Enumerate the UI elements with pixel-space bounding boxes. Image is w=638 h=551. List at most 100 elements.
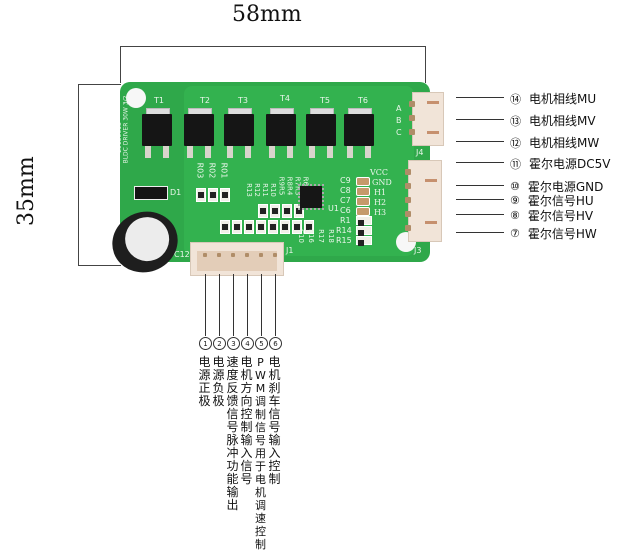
leader-line-7 — [456, 232, 504, 233]
capacitor-c7 — [356, 197, 370, 206]
resistor-r15 — [356, 236, 372, 246]
cap-label-c6: C6 — [340, 206, 351, 215]
connector-pin — [259, 253, 263, 257]
pin-number: ⑦ — [510, 227, 520, 240]
pin-label: 霍尔电源DC5V — [529, 157, 611, 171]
cap-label-c8: C8 — [340, 186, 351, 195]
pin-label: 电机相线MW — [529, 136, 600, 150]
resistor-label-r03: R03 — [195, 162, 205, 179]
pin-label-3: 速度反馈信号脉冲功能输出 — [226, 355, 239, 512]
resistor-r1 — [356, 216, 372, 226]
connector-pin — [203, 253, 207, 257]
mosfet-label-t3: T3 — [238, 96, 248, 105]
hall-label-vcc: VCC — [370, 168, 389, 177]
resistor-label-r9r5: R9R5 — [277, 176, 286, 196]
pin-number-4: 4 — [241, 337, 254, 350]
mosfet-label-t4: T4 — [280, 94, 290, 103]
connector-label-j4: J4 — [416, 148, 424, 157]
capacitor-label-c12: C12 — [174, 250, 190, 259]
resistor-label-r10: R10 — [268, 183, 277, 197]
pin-label: 电机相线MV — [529, 114, 596, 128]
pin-label-2: 电源负极 — [212, 355, 225, 408]
board-model-text: BLDC DRIVER 30W 3/2 — [122, 95, 130, 164]
pin-number: ⑭ — [510, 92, 521, 106]
pin-label: 霍尔电源GND — [527, 180, 604, 194]
mounting-hole-top-left — [126, 88, 146, 108]
pin-label: 霍尔信号HU — [527, 194, 594, 208]
pin-number-1: 1 — [199, 337, 212, 350]
resistor-r03 — [196, 188, 206, 202]
resistor — [268, 220, 278, 234]
mosfet-t1 — [142, 108, 172, 160]
resistor-r01 — [220, 188, 230, 202]
resistor-label-r12: R12 — [252, 183, 261, 197]
capacitor-c8 — [356, 187, 370, 196]
leader-line-12 — [456, 141, 504, 142]
pin-number: ⑧ — [510, 209, 520, 222]
mosfet-t2 — [184, 108, 214, 160]
height-dimension-bracket — [78, 84, 121, 266]
mosfet-label-t6: T6 — [358, 96, 368, 105]
resistor — [258, 204, 268, 218]
hall-label-h2: H2 — [374, 198, 387, 207]
leader-line-1 — [205, 274, 206, 336]
hall-label-gnd: GND — [372, 178, 392, 187]
pcb-board: BLDC DRIVER 30W 3/2 20150618 T1 T2 T3 T4… — [120, 82, 430, 262]
connector-pin — [217, 253, 221, 257]
resistor — [232, 220, 242, 234]
pin-number-5: 5 — [255, 337, 268, 350]
connector-pin — [409, 115, 415, 121]
mosfet-t5 — [306, 108, 336, 160]
ic-label: U1 — [328, 204, 339, 213]
pin-number-2: 2 — [213, 337, 226, 350]
mosfet-label-t5: T5 — [320, 96, 330, 105]
mosfet-t6 — [344, 108, 374, 160]
control-connector-j1 — [190, 242, 284, 276]
resistor-label-r16: R16 — [306, 229, 315, 243]
resistor — [282, 204, 292, 218]
connector-pin — [245, 253, 249, 257]
mosfet-label-t2: T2 — [200, 96, 210, 105]
pin-label: 霍尔信号HV — [527, 209, 594, 223]
pin-label-4: 电机方向控制输入信号 — [240, 355, 253, 486]
resistor-label-r1: R1 — [340, 216, 351, 225]
pin-label-5: PWM调制信号用于电机调速控制 — [255, 356, 266, 551]
hall-label-h1: H1 — [374, 188, 387, 197]
mosfet-label-t1: T1 — [154, 96, 164, 105]
pin-number: ⑪ — [510, 157, 521, 171]
phase-connector-j4 — [409, 92, 444, 146]
resistor — [304, 220, 314, 234]
resistor-label-r17: R17 — [316, 229, 325, 243]
pin-label: 电机相线MU — [529, 92, 597, 106]
resistor — [256, 220, 266, 234]
pin-label-6: 电机刹车信号输入控制 — [268, 355, 281, 486]
pin-number: ⑫ — [510, 136, 521, 150]
pin-callout-12: ⑫ 电机相线MW — [510, 134, 599, 151]
width-dimension-label: 58mm — [232, 2, 302, 27]
pin-callout-11: ⑪ 霍尔电源DC5V — [510, 155, 610, 172]
cap-label-c10: C10 — [296, 229, 305, 243]
resistor-r14 — [356, 226, 372, 236]
hall-label-h3: H3 — [374, 208, 387, 217]
capacitor-c6 — [356, 207, 370, 216]
diode-d1 — [134, 186, 168, 200]
hall-connector-j3 — [405, 160, 442, 242]
connector-label-j3: J3 — [414, 246, 422, 255]
cap-label-c9: C9 — [340, 176, 351, 185]
connector-label-j1: J1 — [286, 246, 294, 255]
pin-callout-14: ⑭ 电机相线MU — [510, 90, 596, 107]
leader-line-14 — [456, 97, 504, 98]
phase-label-b: B — [396, 116, 402, 125]
leader-line-9 — [456, 199, 504, 200]
pin-number-6: 6 — [269, 337, 282, 350]
resistor — [220, 220, 230, 234]
resistor — [292, 220, 302, 234]
resistor-label-r01: R01 — [219, 162, 229, 179]
capacitor-c9 — [356, 177, 370, 186]
leader-line-8 — [456, 214, 504, 215]
resistor-label-r8r4: R8R4 — [285, 176, 294, 196]
pin-callout-8: ⑧ 霍尔信号HV — [510, 207, 593, 224]
pin-number: ⑬ — [510, 114, 521, 128]
